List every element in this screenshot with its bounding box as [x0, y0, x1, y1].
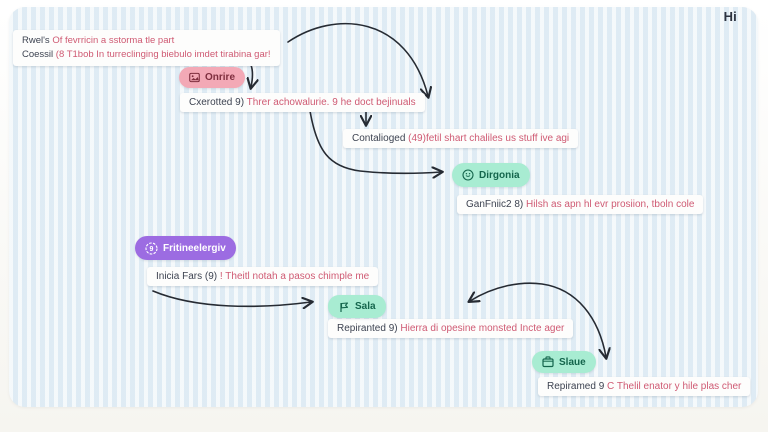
image-icon: [189, 72, 200, 83]
pill-label: Dirgonia: [479, 169, 520, 181]
note-card-ganfniic[interactable]: GanFniic2 8) Hilsh as apn hl evr prosiio…: [457, 195, 704, 214]
note-card-repiranted[interactable]: Repiranted 9) Hierra di opesine monsted …: [328, 319, 574, 338]
pill-slaue[interactable]: Slaue: [532, 351, 596, 373]
note-line: Rwel's Of fevrricin a sstorma tle part: [22, 35, 175, 46]
note-card-intro[interactable]: Rwel's Of fevrricin a sstorma tle part C…: [13, 30, 280, 66]
note-card-contalioged[interactable]: Contalioged (49)fetil shart chaliles us …: [343, 129, 579, 148]
pill-sala[interactable]: Sala: [328, 295, 386, 318]
wallet-icon: [542, 356, 554, 368]
note-line: Coessil (8 T1bob In turreclinging biebul…: [22, 49, 271, 60]
pill-label: Fritineelergiv: [163, 242, 226, 254]
note-card-cxerotted[interactable]: Cxerotted 9) Threr achowalurie. 9 he doc…: [180, 93, 425, 112]
pill-fritineelergiv[interactable]: 9 Fritineelergiv: [135, 236, 236, 260]
note-card-inicia[interactable]: Inicia Fars (9) ! Theitl notah a pasos c…: [147, 267, 379, 286]
badge-icon: [462, 169, 474, 181]
note-card-repiramed[interactable]: Repiramed 9 C Thelil enator y hile plas …: [538, 377, 751, 396]
greeting-text: Hi: [723, 9, 737, 24]
pill-label: Sala: [355, 301, 376, 312]
circled-number-icon: 9: [145, 241, 158, 255]
pill-onrire[interactable]: Onrire: [179, 67, 246, 88]
pill-label: Onrire: [205, 72, 236, 83]
flag-hand-icon: [338, 301, 350, 313]
pill-dirgonia[interactable]: Dirgonia: [452, 163, 530, 187]
pill-label: Slaue: [559, 356, 586, 368]
svg-text:9: 9: [150, 246, 154, 253]
